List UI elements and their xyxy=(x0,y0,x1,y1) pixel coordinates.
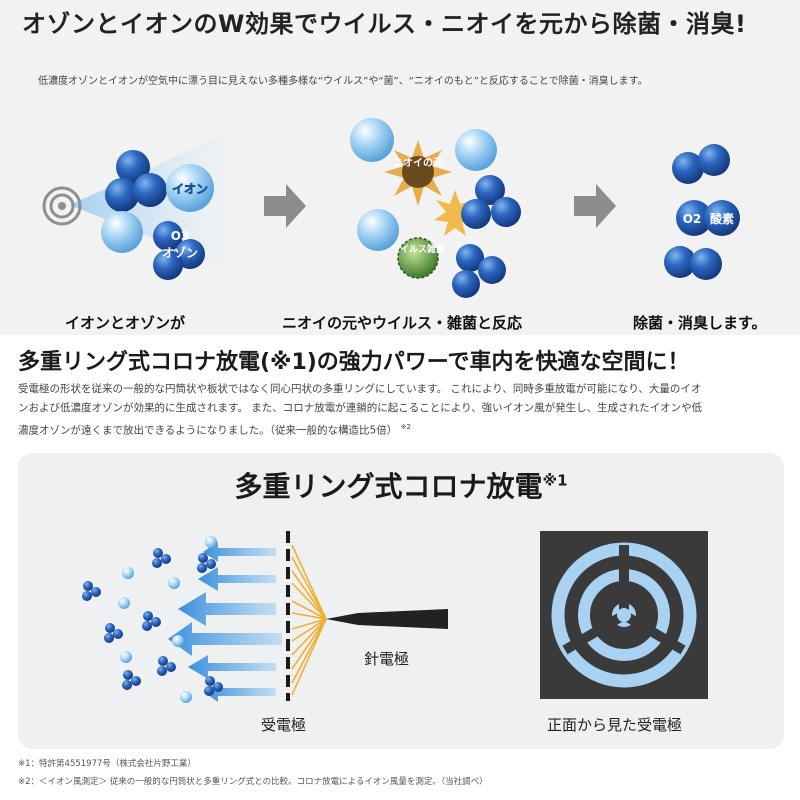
light-molecule xyxy=(350,118,394,162)
ozone-label: オゾン xyxy=(162,245,198,260)
corona-diagram xyxy=(82,531,708,703)
virus-label: ウイルス雑菌 xyxy=(391,243,445,255)
front-view-electrode xyxy=(540,531,708,699)
body-line: 濃度オゾンが遠くまで放出できるようになりました。（従来一般的な構造比5倍） ※2 xyxy=(18,423,411,437)
ion-wind-arrows xyxy=(168,542,282,702)
oxygen-cluster xyxy=(664,246,722,280)
odor-label: ニオイの元 xyxy=(393,157,443,169)
step-caption-1: イオンとオゾンが xyxy=(65,314,186,332)
body-line: 受電極の形状を従来の一般的な円筒状や板状ではなく同心円状の多重リングにしています… xyxy=(18,383,702,395)
ion-molecule xyxy=(166,164,214,212)
oxygen-molecule xyxy=(676,200,712,236)
needle-electrode xyxy=(326,609,448,629)
panel-title: 多重リング式コロナ放電※1 xyxy=(234,470,568,503)
arrow-right-icon xyxy=(574,184,616,228)
ozone-cluster xyxy=(153,221,205,280)
light-molecule xyxy=(455,129,497,171)
arrow-right-icon xyxy=(264,184,306,228)
step-caption-3: 除菌・消臭します。 xyxy=(633,314,767,332)
oxygen-formula: O2 xyxy=(683,212,702,226)
section-body: 受電極の形状を従来の一般的な円筒状や板状ではなく同心円状の多重リングにしています… xyxy=(18,380,784,441)
emitter-icon xyxy=(42,186,82,226)
oxygen-cluster xyxy=(672,144,730,184)
spark-lines xyxy=(291,544,327,696)
page-title: オゾンとイオンのW効果でウイルス・ニオイを元から除菌・消臭! xyxy=(22,10,747,38)
footnote-2: ※2：＜イオン風測定＞ 従来の一般的な円筒状と多重リング式との比較。コロナ放電に… xyxy=(18,777,488,787)
page-subtitle: 低濃度オゾンとイオンが空気中に漂う目に見えない多種多様な“ウイルス”や“菌”、“… xyxy=(38,76,648,87)
light-molecule xyxy=(101,211,143,253)
section-title: 多重リング式コロナ放電(※1)の強力パワーで車内を快適な空間に！ xyxy=(18,350,690,375)
front-view-label: 正面から見た受電極 xyxy=(547,716,683,734)
ion-molecules xyxy=(82,548,223,696)
needle-electrode-label: 針電極 xyxy=(364,650,410,668)
virus-icon xyxy=(397,237,439,279)
odor-burst-icon xyxy=(384,140,452,206)
ozone-molecules xyxy=(118,536,217,703)
oxygen-label: 酸素 xyxy=(710,211,734,226)
receiver-electrode-label: 受電極 xyxy=(261,716,307,734)
step-caption-2: ニオイの元やウイルス・雑菌と反応 xyxy=(282,314,523,332)
corona-discharge-panel: 多重リング式コロナ放電※1 xyxy=(18,453,784,749)
oxygen-molecule xyxy=(704,200,740,236)
body-note: ※2 xyxy=(400,423,411,431)
ion-cluster xyxy=(105,150,167,212)
ion-cluster xyxy=(452,244,506,298)
panel-title-note: ※1 xyxy=(542,471,568,490)
process-illustration: イオン O3 オゾン ニオイの元 ウイルス雑 xyxy=(42,118,740,298)
body-line: ンおよび低濃度オゾンが効果的に生成されます。 また、コロナ放電が連鎖的に起こるこ… xyxy=(18,402,703,414)
ion-label: イオン xyxy=(172,182,208,196)
spark-icon xyxy=(434,190,476,236)
footnote-1: ※1：特許第4551977号（株式会社片野工業） xyxy=(18,759,196,769)
light-molecule xyxy=(357,209,399,251)
ozone-formula: O3 xyxy=(171,229,190,243)
oxygen-cluster xyxy=(461,175,521,229)
